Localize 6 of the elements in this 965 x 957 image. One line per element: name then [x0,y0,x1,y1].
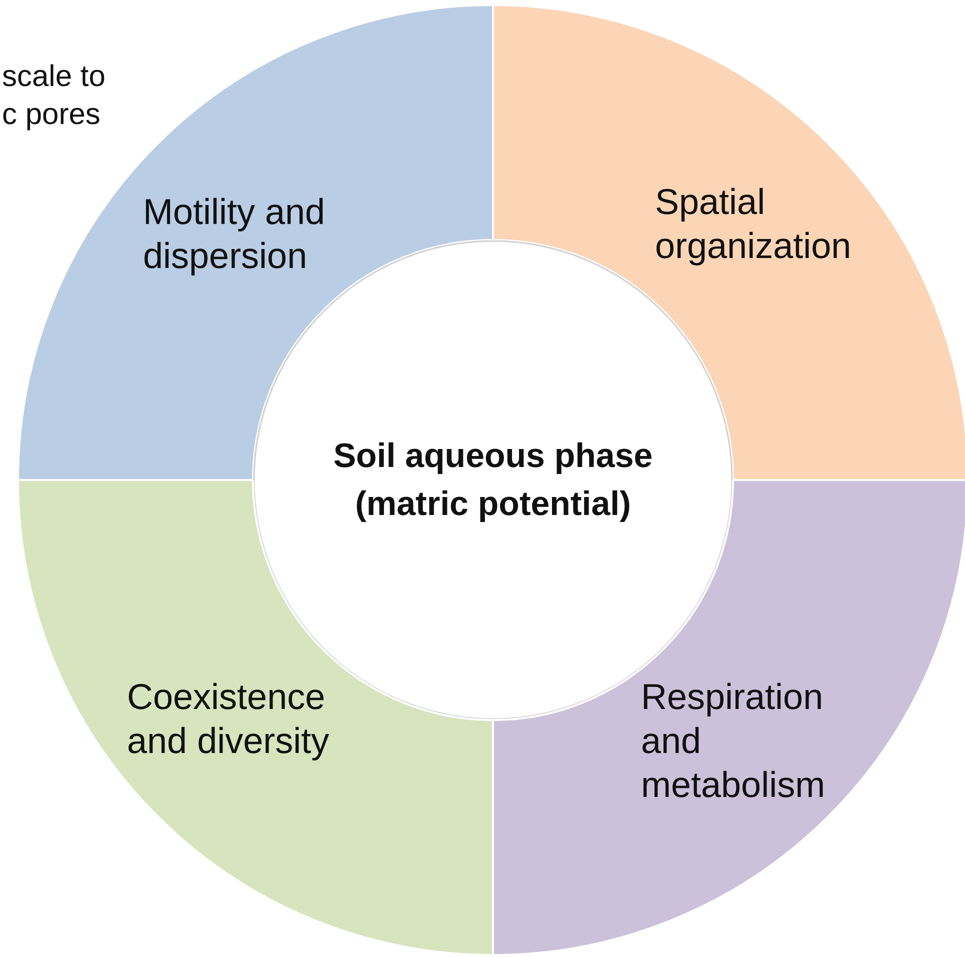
segment-label: Respiration and metabolism [641,675,826,807]
segment-label: Motility and dispersion [143,190,326,278]
center-label: Soil aqueous phase (matric potential) [332,436,654,525]
segment-label: Coexistence and diversity [127,675,330,763]
note-text: scale to c pores [2,59,106,133]
segment-label: Spatial organization [655,180,852,268]
